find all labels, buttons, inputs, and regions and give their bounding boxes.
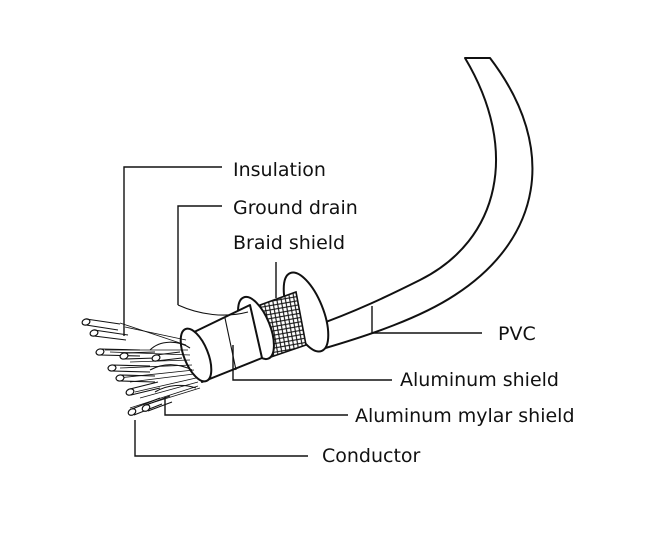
ground-drain-wire [177,304,249,316]
labels: Insulation Ground drain Braid shield PVC… [233,159,575,467]
leader-ground-drain [177,205,222,305]
leader-insulation [123,166,222,336]
label-braid-shield: Braid shield [233,232,345,254]
label-pvc: PVC [498,323,536,345]
label-conductor: Conductor [322,445,421,467]
aluminum-shield-cut-end [179,327,213,383]
leader-lines [123,166,482,457]
label-aluminum-mylar-shield: Aluminum mylar shield [355,405,575,427]
conductor-tip [127,408,137,416]
leader-conductor [134,420,308,457]
label-ground-drain: Ground drain [233,197,358,219]
leader-pvc [371,306,482,334]
aluminum-shield [179,304,263,383]
label-insulation: Insulation [233,159,326,181]
conductor-tips [81,318,183,416]
inner-wires [105,322,201,409]
conductor-tip [141,404,151,412]
leader-aluminum-shield [232,345,392,381]
label-aluminum-shield: Aluminum shield [400,369,559,391]
leader-aluminum-mylar-shield [164,397,348,416]
